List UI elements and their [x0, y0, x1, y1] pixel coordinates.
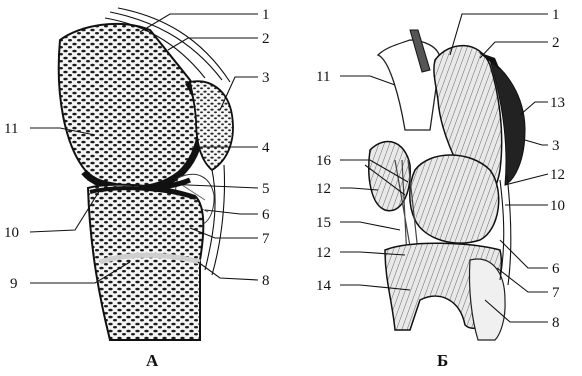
label-b-12-right: 12 — [550, 167, 565, 183]
label-b-11: 11 — [316, 69, 330, 85]
label-a-6: 6 — [262, 207, 270, 223]
label-b-6: 6 — [552, 261, 560, 277]
label-a-1: 1 — [262, 7, 270, 23]
label-a-4: 4 — [262, 140, 270, 156]
label-b-10: 10 — [550, 198, 565, 214]
label-a-5: 5 — [262, 181, 270, 197]
label-a-11: 11 — [4, 121, 18, 137]
femur-exterior — [378, 40, 440, 130]
label-b-8: 8 — [552, 315, 560, 331]
condyle-medial — [410, 155, 499, 243]
caption-a: А — [146, 351, 159, 370]
label-a-3: 3 — [262, 70, 270, 86]
label-b-14: 14 — [316, 278, 332, 294]
label-b-15: 15 — [316, 215, 331, 231]
label-b-12-left-top: 12 — [316, 181, 331, 197]
femur-section — [59, 24, 203, 187]
label-a-2: 2 — [262, 31, 270, 47]
label-b-16: 16 — [316, 153, 332, 169]
label-a-9: 9 — [10, 276, 18, 292]
label-b-12-left-bottom: 12 — [316, 245, 331, 261]
label-b-3: 3 — [552, 138, 560, 154]
label-a-7: 7 — [262, 231, 270, 247]
caption-b: Б — [437, 351, 448, 370]
panel-a-drawing — [59, 8, 233, 340]
label-b-7: 7 — [552, 285, 560, 301]
label-b-2: 2 — [552, 35, 560, 51]
label-a-8: 8 — [262, 273, 270, 289]
label-b-1: 1 — [552, 7, 560, 23]
label-b-13: 13 — [550, 95, 565, 111]
label-a-10: 10 — [4, 225, 19, 241]
